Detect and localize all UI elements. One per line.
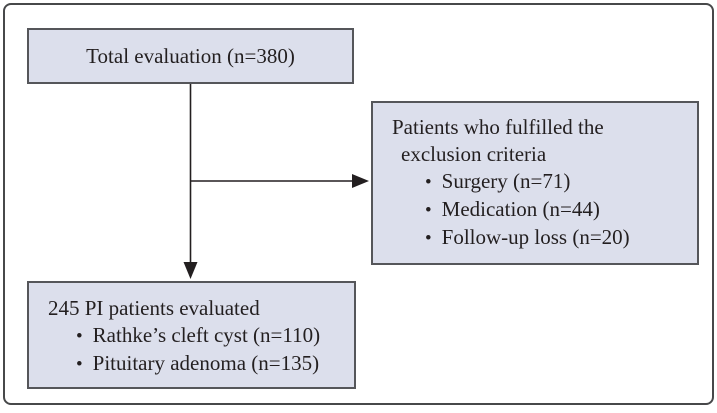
exclusion-criteria-title: Patients who fulfilled the exclusion cri…	[392, 115, 604, 166]
bullet-icon: •	[425, 200, 432, 221]
evaluated-patients-box: 245 PI patients evaluated • Rathke’s cle…	[27, 281, 356, 389]
evaluated-item-pituitary-adenoma: Pituitary adenoma (n=135)	[92, 351, 320, 375]
figure-frame: Total evaluation (n=380) Patients who fu…	[3, 3, 714, 405]
bullet-icon: •	[76, 354, 83, 375]
evaluated-item-rathke-cleft-cyst: Rathke’s cleft cyst (n=110)	[92, 323, 321, 347]
bullet-icon: •	[425, 172, 432, 193]
exclusion-item-followup-loss: Follow-up loss (n=20)	[441, 225, 630, 249]
arrowhead-down-icon	[183, 262, 198, 279]
arrow-down-to-evaluated	[183, 84, 198, 279]
arrowhead-right-icon	[352, 174, 369, 188]
exclusion-criteria-box: Patients who fulfilled the exclusion cri…	[371, 101, 699, 265]
evaluated-patients-title: 245 PI patients evaluated	[48, 296, 260, 320]
list-item: • Medication (n=44)	[425, 196, 685, 224]
total-evaluation-label: Total evaluation (n=380)	[86, 43, 295, 68]
bullet-icon: •	[76, 326, 83, 347]
arrow-right-to-excluded	[190, 174, 369, 188]
exclusion-criteria-list: • Surgery (n=71) • Medication (n=44) • F…	[392, 168, 685, 252]
list-item: • Follow-up loss (n=20)	[425, 224, 685, 252]
total-evaluation-box: Total evaluation (n=380)	[27, 28, 354, 84]
exclusion-item-surgery: Surgery (n=71)	[441, 169, 571, 193]
bullet-icon: •	[425, 228, 432, 249]
evaluated-patients-list: • Rathke’s cleft cyst (n=110) • Pituitar…	[48, 322, 342, 378]
list-item: • Rathke’s cleft cyst (n=110)	[76, 322, 342, 350]
exclusion-item-medication: Medication (n=44)	[441, 197, 600, 221]
list-item: • Surgery (n=71)	[425, 168, 685, 196]
list-item: • Pituitary adenoma (n=135)	[76, 350, 342, 378]
